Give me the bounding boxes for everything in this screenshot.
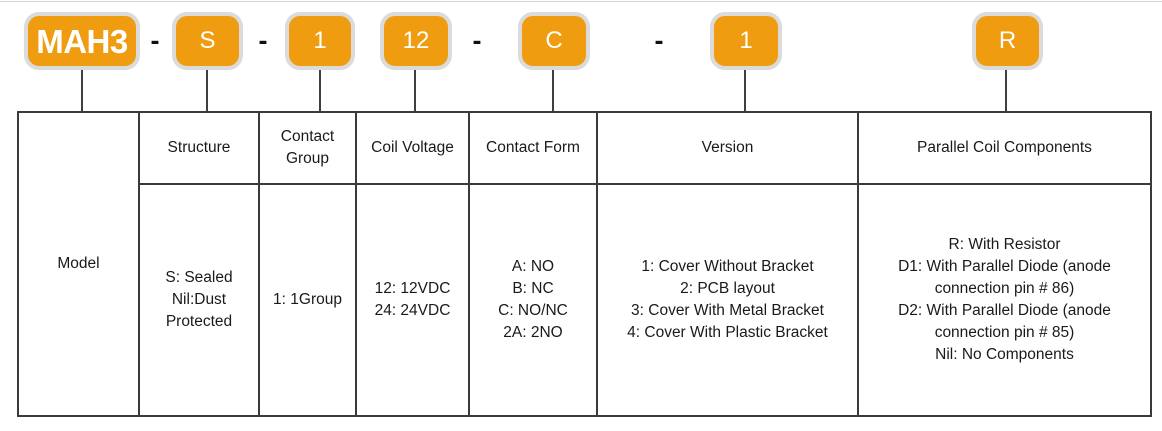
options-parallel-coil-components: R: With Resistor D1: With Parallel Diode… (857, 183, 1152, 417)
option-item: D1: With Parallel Diode (anode connectio… (898, 258, 1111, 297)
connector-line-version (744, 70, 746, 111)
part-code-dash: - (258, 25, 268, 56)
option-item: S: Sealed (165, 269, 233, 286)
column-header-structure: Structure (138, 111, 260, 185)
part-code-dash: - (150, 25, 160, 56)
option-item: 3: Cover With Metal Bracket (631, 302, 824, 319)
option-item: 2A: 2NO (503, 324, 563, 341)
part-code-badge-contact-form: C (518, 12, 590, 70)
connector-line-model (81, 70, 83, 111)
options-contact-form: A: NO B: NC C: NO/NC 2A: 2NO (468, 183, 598, 417)
part-code-dash: - (654, 25, 664, 56)
options-structure: S: Sealed Nil:Dust Protected (138, 183, 260, 417)
top-divider (0, 1, 1162, 2)
column-header-coil-voltage: Coil Voltage (355, 111, 470, 185)
option-item: 1: 1Group (273, 291, 342, 308)
options-version: 1: Cover Without Bracket 2: PCB layout 3… (596, 183, 859, 417)
part-code-badge-coil-voltage: 12 (380, 12, 452, 70)
connector-line-contact-form (552, 70, 554, 111)
option-item: R: With Resistor (948, 236, 1061, 253)
option-item: 12: 12VDC (374, 280, 451, 297)
option-item: 4: Cover With Plastic Bracket (627, 324, 828, 341)
option-item: Nil:Dust Protected (165, 291, 233, 330)
option-item: C: NO/NC (498, 302, 568, 319)
options-contact-group: 1: 1Group (258, 183, 357, 417)
option-item: 1: Cover Without Bracket (641, 258, 814, 275)
option-item: 2: PCB layout (680, 280, 775, 297)
column-header-version: Version (596, 111, 859, 185)
part-code-badge-contact-group: 1 (285, 12, 355, 70)
connector-line-contact-group (319, 70, 321, 111)
connector-line-parallel (1005, 70, 1007, 111)
column-header-contact-group: Contact Group (258, 111, 357, 185)
model-cell: Model (17, 111, 140, 417)
ordering-info-table: Model Structure Contact Group Coil Volta… (17, 111, 1152, 417)
option-item: B: NC (512, 280, 554, 297)
column-header-contact-form: Contact Form (468, 111, 598, 185)
part-code-dash: - (472, 25, 482, 56)
part-code-badge-structure: S (172, 12, 243, 70)
part-code-badge-model: MAH3 (24, 12, 140, 70)
options-coil-voltage: 12: 12VDC 24: 24VDC (355, 183, 470, 417)
option-item: A: NO (511, 258, 555, 275)
option-item: Nil: No Components (935, 346, 1074, 363)
part-code-badge-parallel: R (972, 12, 1043, 70)
connector-line-coil-voltage (414, 70, 416, 111)
part-code-badge-version: 1 (710, 12, 782, 70)
option-item: 24: 24VDC (374, 302, 451, 319)
column-header-parallel-coil-components: Parallel Coil Components (857, 111, 1152, 185)
connector-line-structure (206, 70, 208, 111)
option-item: D2: With Parallel Diode (anode connectio… (898, 302, 1111, 341)
